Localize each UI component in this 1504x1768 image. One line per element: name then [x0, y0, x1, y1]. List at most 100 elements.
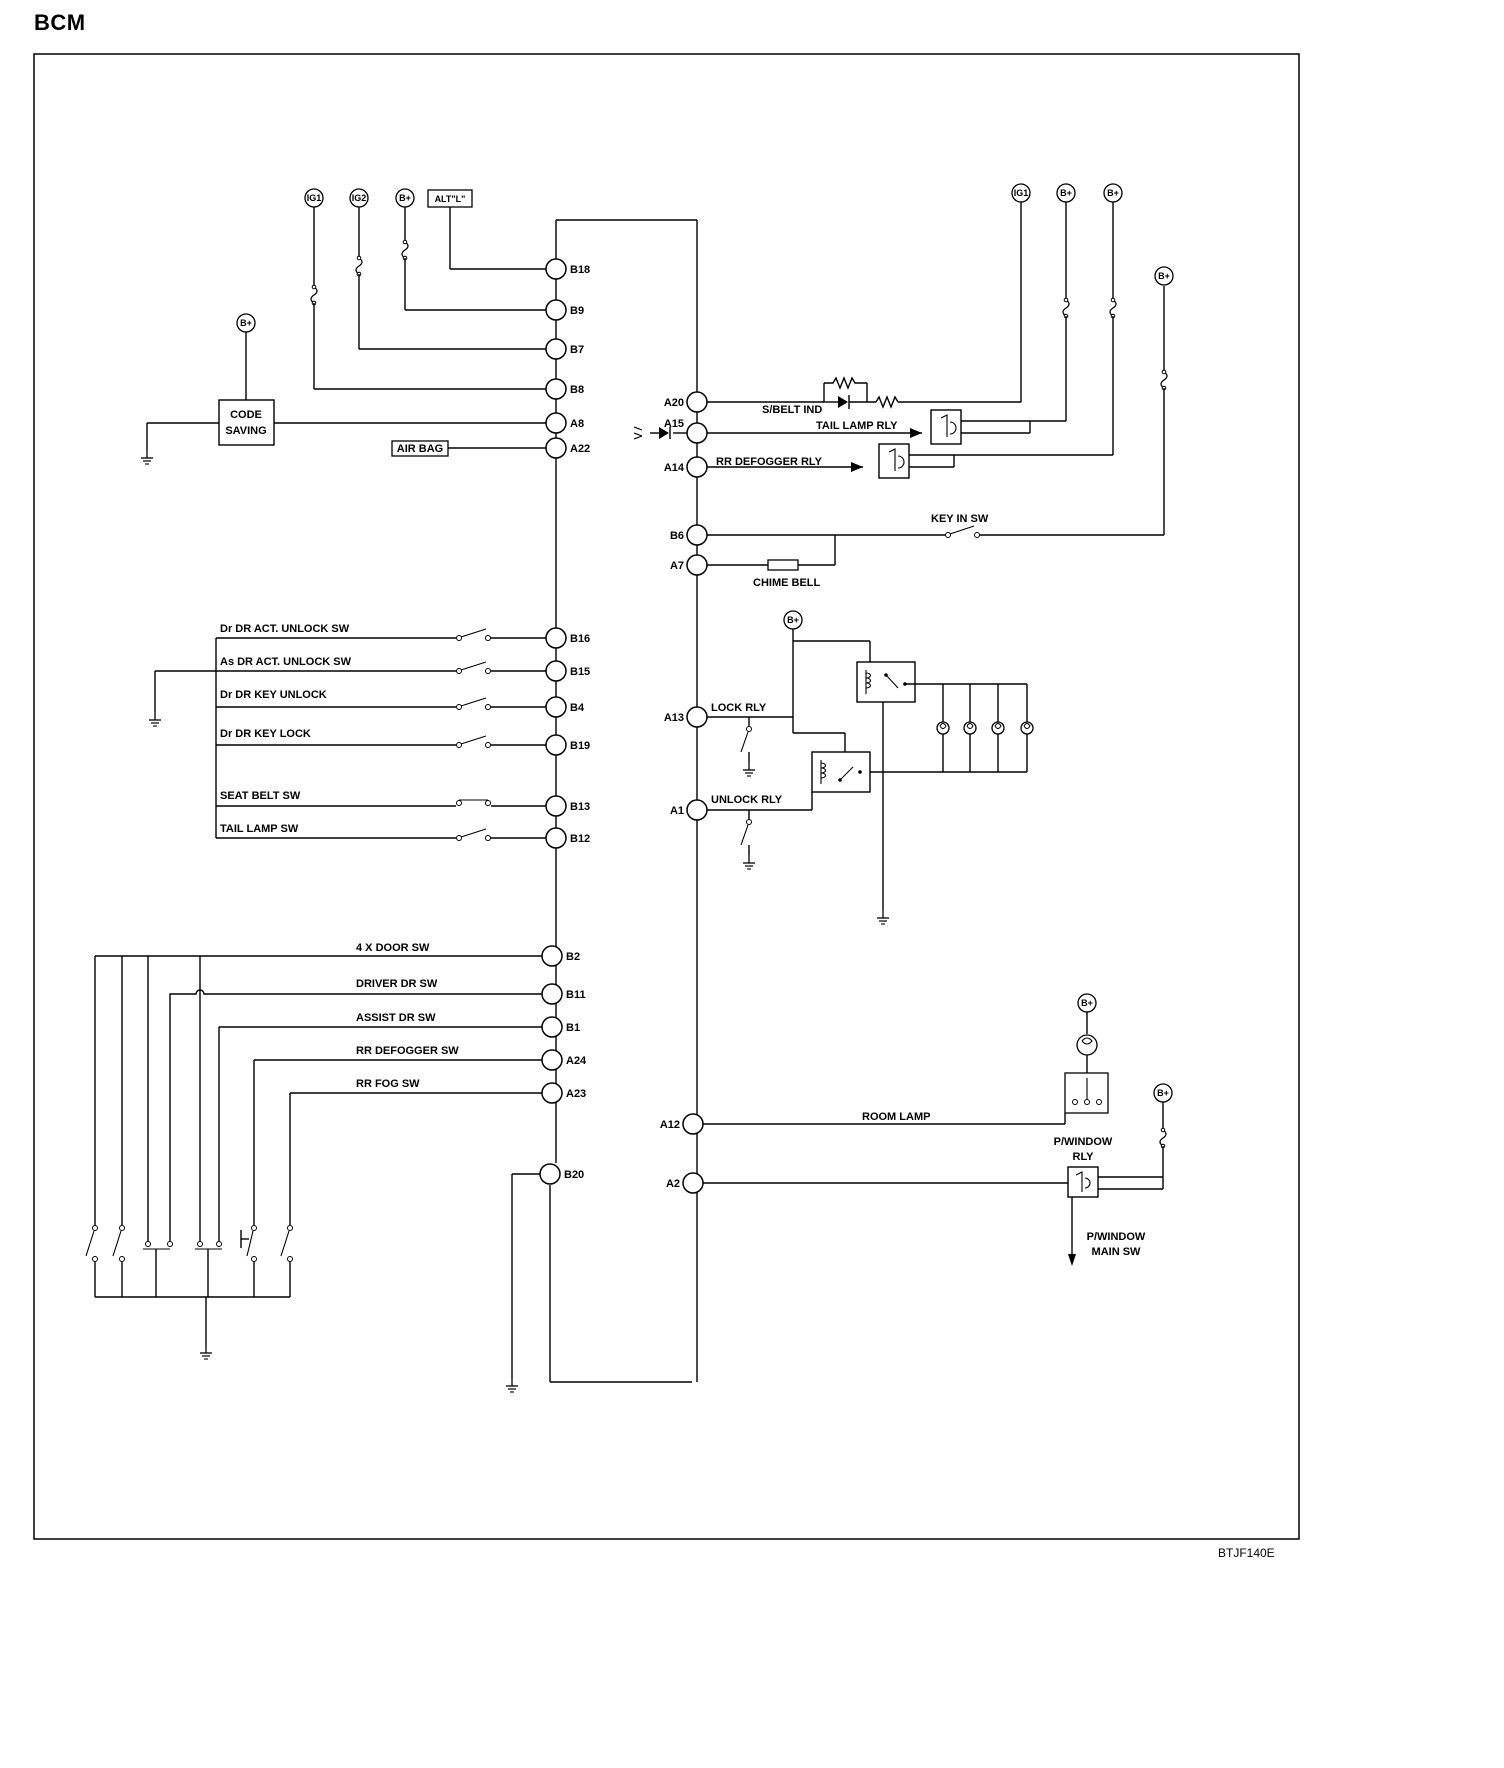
pin-label: B18 [570, 264, 590, 276]
pin-a22 [545, 437, 567, 459]
alt-l-source: ALT"L" [427, 189, 546, 270]
switch-as-act-unlock: As DR ACT. UNLOCK SW [216, 656, 546, 674]
ig2-source: IG2 [349, 188, 546, 350]
pin-b2 [541, 945, 563, 967]
svg-text:ALT"L": ALT"L" [435, 194, 466, 204]
pin-a24 [541, 1049, 563, 1071]
door-switch-labels: 4 X DOOR SW DRIVER DR SW ASSIST DR SW RR… [356, 942, 459, 1090]
pin-b11 [541, 983, 563, 1005]
pin-b8 [545, 378, 567, 400]
pin-a1 [686, 799, 708, 821]
tail-lamp-relay: TAIL LAMP RLY [633, 207, 1070, 445]
pin-b20 [539, 1163, 561, 1185]
pin-a12 [682, 1113, 704, 1135]
pin-label: A14 [664, 462, 685, 474]
svg-text:AIR BAG: AIR BAG [397, 443, 443, 455]
door-switch-label: DRIVER DR SW [356, 978, 438, 990]
pin-label: B12 [570, 833, 590, 845]
switch-tail-lamp: TAIL LAMP SW [216, 823, 546, 841]
bplus-source-b9: B+ [395, 188, 546, 311]
pin-b19 [545, 734, 567, 756]
pin-b6 [686, 524, 708, 546]
pin-label: B1 [566, 1022, 580, 1034]
switch-label: SEAT BELT SW [220, 790, 301, 802]
pin-label: A7 [670, 560, 684, 572]
sbelt-indicator: S/BELT IND [707, 207, 1022, 416]
page-title: BCM [34, 10, 86, 35]
svg-text:P/WINDOW: P/WINDOW [1087, 1231, 1146, 1243]
svg-text:B+: B+ [787, 615, 799, 625]
pin-b7 [545, 338, 567, 360]
svg-text:ROOM LAMP: ROOM LAMP [862, 1111, 930, 1123]
svg-text:S/BELT IND: S/BELT IND [762, 404, 822, 416]
pin-label: A22 [570, 443, 590, 455]
pin-b13 [545, 795, 567, 817]
pin-b12 [545, 827, 567, 849]
pin-b1 [541, 1016, 563, 1038]
svg-text:RLY: RLY [1073, 1151, 1095, 1163]
switch-label: TAIL LAMP SW [220, 823, 299, 835]
pin-label: B9 [570, 305, 584, 317]
svg-text:IG1: IG1 [307, 193, 322, 203]
switch-label: Dr DR ACT. UNLOCK SW [220, 623, 350, 635]
svg-text:B+: B+ [1107, 188, 1119, 198]
diagram-frame [33, 53, 1300, 1540]
svg-text:P/WINDOW: P/WINDOW [1054, 1136, 1113, 1148]
pin-label: A24 [566, 1055, 587, 1067]
bplus-source-key: B+ [1154, 266, 1174, 286]
pin-label: A23 [566, 1088, 586, 1100]
pin-label: B6 [670, 530, 684, 542]
pin-label: B8 [570, 384, 584, 396]
pin-label: A15 [664, 418, 684, 430]
pin-label: A13 [664, 712, 684, 724]
right-pin-labels: A20 A15 A14 B6 A7 A13 A1 A12 A2 [660, 397, 685, 1190]
switch-label: Dr DR KEY LOCK [220, 728, 311, 740]
pin-label: A1 [670, 805, 684, 817]
pin-label: A20 [664, 397, 684, 409]
pin-b18 [545, 258, 567, 280]
svg-text:B+: B+ [240, 318, 252, 328]
switch-dr-key-lock: Dr DR KEY LOCK [216, 728, 546, 748]
pin-label: B20 [564, 1169, 584, 1181]
code-saving-module: B+ CODE SAVING [140, 313, 546, 465]
svg-text:B+: B+ [1081, 998, 1093, 1008]
bplus-source-tail: B+ [1056, 183, 1076, 207]
pin-label: A12 [660, 1119, 680, 1131]
pin-label: B16 [570, 633, 590, 645]
switch-label: Dr DR KEY UNLOCK [220, 689, 327, 701]
key-in-switch: KEY IN SW [707, 286, 1168, 538]
pin-label: B13 [570, 801, 590, 813]
pin-label: A8 [570, 418, 584, 430]
air-bag-box: AIR BAG [391, 440, 546, 457]
svg-text:LOCK RLY: LOCK RLY [711, 702, 767, 714]
lock-relay [856, 661, 916, 703]
wiring-diagram: B18 B9 B7 B8 A8 A22 B16 B15 B4 B19 B13 B… [33, 53, 1300, 1540]
bplus-source-defogger: B+ [1103, 183, 1123, 207]
pin-label: B2 [566, 951, 580, 963]
room-lamp: B+ ROOM LAMP [703, 993, 1109, 1125]
pin-a23 [541, 1082, 563, 1104]
svg-text:MAIN SW: MAIN SW [1092, 1246, 1142, 1258]
pin-label: B11 [566, 989, 586, 1001]
door-lock-actuators [936, 684, 1034, 772]
svg-text:UNLOCK RLY: UNLOCK RLY [711, 794, 783, 806]
svg-text:B+: B+ [1157, 1088, 1169, 1098]
door-switch-wires [94, 955, 542, 1241]
ig1-source-right: IG1 [1011, 183, 1031, 207]
svg-text:IG2: IG2 [352, 193, 367, 203]
pin-b16 [545, 627, 567, 649]
door-switch-label: RR FOG SW [356, 1078, 420, 1090]
chime-bell: CHIME BELL [707, 535, 836, 589]
pin-a13 [686, 706, 708, 728]
switch-seat-belt: SEAT BELT SW [216, 790, 546, 807]
rr-defogger-relay: RR DEFOGGER RLY [707, 207, 1117, 479]
ig1-source-left: IG1 [304, 188, 546, 390]
svg-text:B+: B+ [1158, 271, 1170, 281]
left-switch-group [148, 638, 217, 838]
pin-label: B15 [570, 666, 590, 678]
svg-text:IG1: IG1 [1014, 188, 1029, 198]
pin-label: B7 [570, 344, 584, 356]
door-switch-label: RR DEFOGGER SW [356, 1045, 459, 1057]
switch-dr-key-unlock: Dr DR KEY UNLOCK [216, 689, 546, 710]
bcm-left-column [549, 219, 697, 1383]
